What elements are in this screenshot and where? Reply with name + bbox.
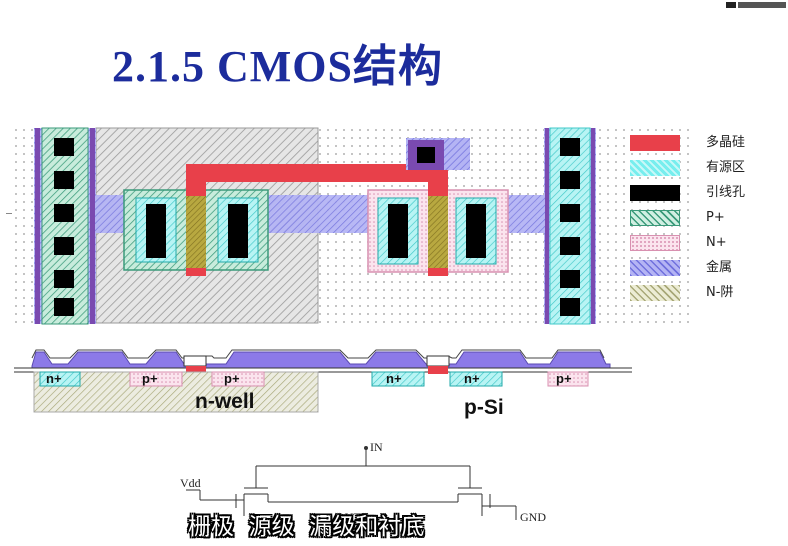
cross-section-oxide bbox=[31, 351, 611, 369]
slide-title: 2.1.5 CMOS结构 bbox=[112, 42, 443, 91]
inverter-schematic bbox=[186, 446, 517, 520]
legend-item-active: 有源区 bbox=[630, 159, 770, 177]
region-label: n+ bbox=[464, 371, 480, 386]
nmos-gate-channel bbox=[428, 196, 448, 268]
region-label: p+ bbox=[224, 371, 240, 386]
p-plus-swatch-icon bbox=[630, 210, 680, 226]
legend-item-contact: 引线孔 bbox=[630, 184, 770, 202]
gnd-contacts bbox=[560, 138, 580, 316]
contact-swatch-icon bbox=[630, 185, 680, 201]
pmos-gate-cap bbox=[183, 355, 207, 367]
nmos-gate-cap bbox=[426, 355, 450, 367]
legend-label: N-阱 bbox=[706, 285, 734, 300]
poly-swatch-icon bbox=[630, 135, 680, 151]
legend-label: 有源区 bbox=[706, 160, 746, 175]
schematic-input-label: IN bbox=[370, 440, 383, 454]
legend-label: 金属 bbox=[706, 260, 733, 275]
metal-swatch-icon bbox=[630, 260, 680, 276]
schematic-output-label: OUT bbox=[336, 510, 361, 524]
n-well-label: n-well bbox=[195, 390, 255, 413]
input-contact bbox=[417, 147, 435, 163]
gnd-rail-edge-right bbox=[591, 128, 595, 324]
legend-label: 引线孔 bbox=[706, 185, 746, 200]
legend-item-metal: 金属 bbox=[630, 259, 770, 277]
legend-label: 多晶硅 bbox=[706, 135, 746, 150]
poly-horizontal bbox=[186, 164, 448, 182]
vdd-contacts bbox=[54, 138, 74, 316]
cross-section bbox=[14, 349, 632, 413]
pmos-drain-contact bbox=[228, 204, 248, 258]
corner-logo-icon bbox=[726, 0, 788, 8]
gnd-rail-edge-left bbox=[545, 128, 549, 324]
nmos-drain-contact bbox=[388, 204, 408, 258]
legend-item-p-plus: P+ bbox=[630, 209, 770, 227]
schematic-gnd-label: GND bbox=[520, 510, 546, 524]
vdd-rail-edge-left bbox=[35, 128, 40, 324]
legend-label: P+ bbox=[706, 210, 725, 225]
substrate-label: p-Si bbox=[464, 396, 504, 419]
legend-item-n-plus: N+ bbox=[630, 234, 770, 252]
n-well-swatch-icon bbox=[630, 285, 680, 301]
vdd-rail-edge-right bbox=[90, 128, 95, 324]
schematic-vdd-label: Vdd bbox=[180, 476, 201, 490]
region-label: p+ bbox=[556, 371, 572, 386]
margin-tick bbox=[6, 213, 12, 214]
nmos-source-contact bbox=[466, 204, 486, 258]
legend-label: N+ bbox=[706, 235, 727, 250]
legend-item-poly: 多晶硅 bbox=[630, 134, 770, 152]
vdd-substrate-contact bbox=[41, 127, 89, 325]
n-plus-swatch-icon bbox=[630, 235, 680, 251]
region-label: p+ bbox=[142, 371, 158, 386]
active-swatch-icon bbox=[630, 160, 680, 176]
pmos-gate-channel bbox=[186, 196, 206, 268]
region-label: n+ bbox=[46, 371, 62, 386]
pmos-source-contact bbox=[146, 204, 166, 258]
region-label: n+ bbox=[386, 371, 402, 386]
legend-item-n-well: N-阱 bbox=[630, 284, 770, 302]
gnd-substrate-contact bbox=[549, 127, 591, 325]
video-subtitle: 栅极 源级 漏级和衬底 bbox=[188, 514, 425, 540]
